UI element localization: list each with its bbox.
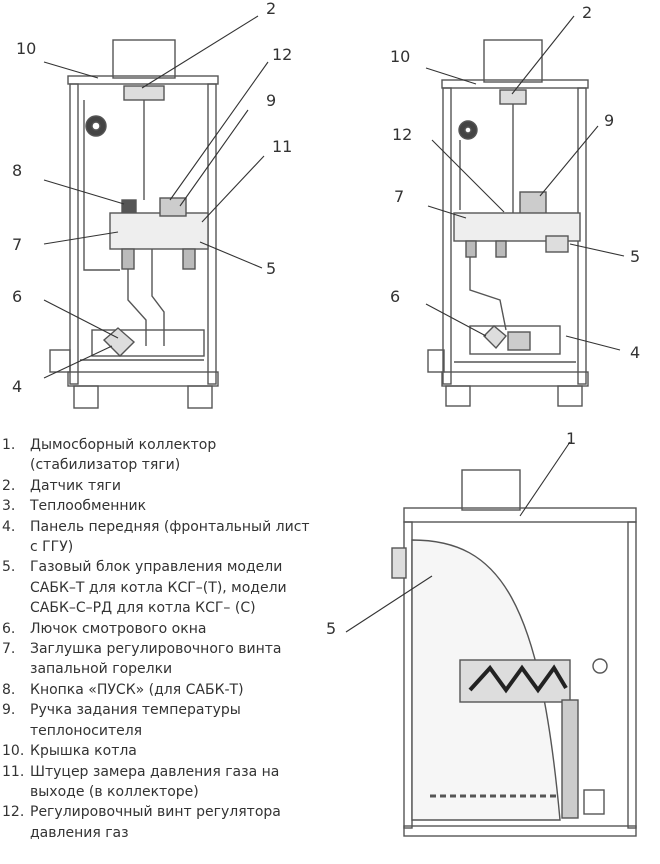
legend-number: 2. [2, 477, 16, 494]
callout-left-6: 6 [12, 287, 22, 306]
boiler-view-middle [427, 39, 589, 407]
callout-left-8: 8 [12, 161, 22, 180]
legend-item: 2. Датчик тяги [0, 476, 320, 496]
legend-item: 12. Регулировочный винт регулятора давлен… [0, 802, 320, 843]
legend-number: 7. [2, 641, 16, 658]
callout-left-2: 2 [266, 0, 276, 18]
legend-number: 9. [2, 702, 16, 719]
legend-item: 7. Заглушка регулировочного винта запальн… [0, 639, 320, 680]
legend-number: 5. [2, 559, 16, 576]
callout-middle-7: 7 [394, 187, 404, 206]
legend-text: Датчик тяги [30, 477, 121, 494]
callout-middle-10: 10 [390, 47, 410, 66]
callout-left-5: 5 [266, 259, 276, 278]
legend-text: Крышка котла [30, 743, 137, 760]
callout-left-12: 12 [272, 45, 292, 64]
callout-left-11: 11 [272, 137, 292, 156]
legend-text: Ручка задания температуры теплоносителя [30, 702, 241, 739]
legend-item: 9. Ручка задания температуры теплоносител… [0, 700, 320, 741]
legend-item: 8. Кнопка «ПУСК» (для САБК-Т) [0, 680, 320, 700]
legend-number: 4. [2, 518, 16, 535]
legend-text: Штуцер замера давления газа на выходе (в… [30, 763, 280, 800]
callout-middle-6: 6 [390, 287, 400, 306]
legend-text: Панель передняя (фронтальный лист с ГГУ) [30, 518, 310, 556]
callout-middle-12: 12 [392, 125, 412, 144]
callout-bottom-1: 1 [566, 429, 576, 448]
callout-middle-4: 4 [630, 343, 640, 362]
legend-number: 8. [2, 681, 16, 698]
legend-number: 11. [2, 763, 25, 780]
callout-left-9: 9 [266, 91, 276, 110]
legend-text: Теплообменник [30, 498, 147, 515]
legend-number: 12. [2, 804, 25, 821]
boiler-view-side [391, 469, 637, 837]
legend-number: 10. [2, 743, 25, 760]
legend-item: 5. Газовый блок управления модели САБК–Т … [0, 557, 320, 618]
boiler-view-left [49, 39, 219, 409]
legend-item: 11. Штуцер замера давления газа на выходе… [0, 762, 320, 803]
legend-text: Заглушка регулировочного винта запальной… [30, 641, 282, 678]
legend-item: 3. Теплообменник [0, 496, 320, 516]
callout-bottom-5: 5 [326, 619, 336, 638]
legend-text: Лючок смотрового окна [30, 620, 207, 637]
callout-labels: 10 2 12 9 11 8 7 5 6 4 2 10 12 9 7 5 6 4… [12, 0, 640, 638]
parts-legend: 1. Дымосборный коллектор (стабилизатор тя… [0, 435, 320, 843]
legend-number: 1. [2, 437, 16, 453]
legend-text: Кнопка «ПУСК» (для САБК-Т) [30, 681, 244, 698]
callout-left-4: 4 [12, 377, 22, 396]
legend-text: Регулировочный винт регулятора давления … [30, 804, 281, 841]
leader-lines [43, 15, 625, 633]
callout-middle-5: 5 [630, 247, 640, 266]
callout-left-10: 10 [16, 39, 36, 58]
legend-item: 6. Лючок смотрового окна [0, 619, 320, 639]
callout-left-7: 7 [12, 235, 22, 254]
legend-item: 10. Крышка котла [0, 741, 320, 761]
legend-text: Газовый блок управления модели САБК–Т дл… [30, 559, 287, 617]
callout-middle-2: 2 [582, 3, 592, 22]
legend-number: 3. [2, 498, 16, 515]
legend-number: 6. [2, 620, 16, 637]
callout-middle-9: 9 [604, 111, 614, 130]
legend-text: Дымосборный коллектор (стабилизатор тяги… [30, 437, 217, 474]
legend-item: 4. Панель передняя (фронтальный лист с ГГ… [0, 517, 320, 558]
legend-item: 1. Дымосборный коллектор (стабилизатор тя… [0, 435, 320, 476]
